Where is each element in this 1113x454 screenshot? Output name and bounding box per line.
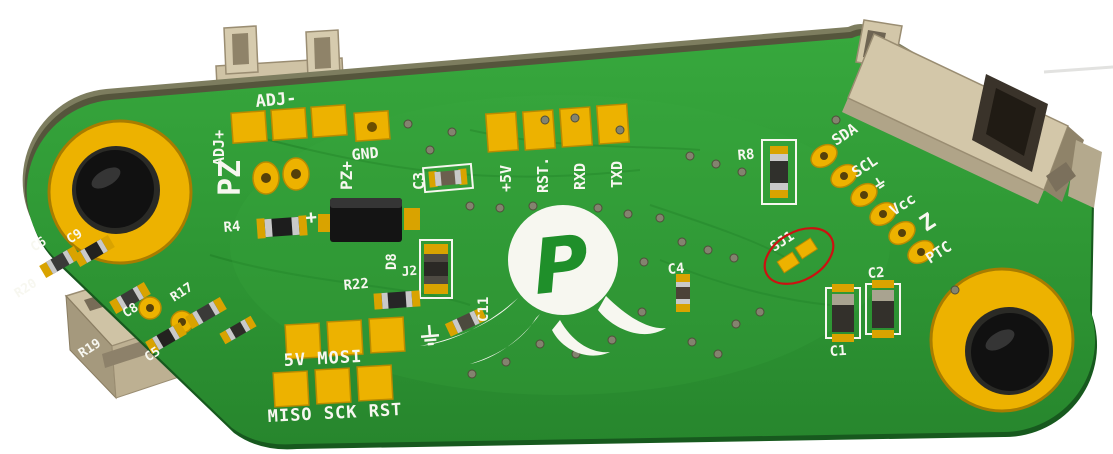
via <box>685 151 695 161</box>
background-horizon-line <box>1043 65 1113 74</box>
capacitor-c2 <box>865 280 901 338</box>
capacitor-c9 <box>73 234 115 268</box>
right-pad-holes <box>820 152 925 256</box>
label-txd: TXD <box>608 161 626 188</box>
label-c3: C3 <box>410 172 428 190</box>
mounting-pad-right <box>929 267 1075 413</box>
capacitor-c3 <box>421 162 475 194</box>
via <box>755 307 765 317</box>
label-c4: C4 <box>667 261 685 278</box>
via <box>447 127 457 137</box>
via <box>535 339 545 349</box>
via <box>528 201 538 211</box>
label-rxd: RXD <box>571 163 589 190</box>
label-plus5v: +5V <box>497 165 515 192</box>
via <box>687 337 697 347</box>
label-r20: R20 <box>12 276 40 301</box>
label-j2: J2 <box>401 264 418 280</box>
label-c8: C8 <box>120 300 141 321</box>
isp-pad-grid <box>272 316 406 408</box>
via <box>677 237 687 247</box>
label-c6: C6 <box>28 234 49 255</box>
components <box>39 139 901 355</box>
label-r8: R8 <box>737 147 755 164</box>
label-isp-row1: 5V MOSI <box>283 347 363 371</box>
capacitor-c5 <box>145 321 187 355</box>
label-plus-mark: + <box>305 206 318 229</box>
via <box>501 357 511 367</box>
via <box>540 115 550 125</box>
capacitor-c4 <box>676 274 690 312</box>
via <box>467 369 477 379</box>
vias <box>403 113 960 379</box>
serial-pad-row <box>484 103 631 153</box>
via <box>831 115 841 125</box>
via <box>737 167 747 177</box>
resistor-r8 <box>761 139 797 205</box>
label-pz-plus: PZ+ <box>337 161 356 190</box>
label-c9: C9 <box>64 226 85 247</box>
label-rst-top: RST. <box>534 157 552 193</box>
via <box>615 125 625 135</box>
via <box>637 307 647 317</box>
via <box>425 145 435 155</box>
via <box>623 209 633 219</box>
regulator-sot223 <box>318 198 420 242</box>
passive-cluster <box>39 234 257 355</box>
top-right-connector <box>842 19 1102 208</box>
logo-letter: P <box>529 218 594 312</box>
label-c2: C2 <box>867 265 885 282</box>
via <box>607 335 617 345</box>
label-pz: PZ <box>213 160 248 196</box>
ground-symbol-small <box>875 177 885 189</box>
label-adj-minus: ADJ- <box>255 88 298 111</box>
sj1-annotation-circle <box>763 227 835 285</box>
gnd-pad-hole <box>367 122 377 132</box>
resistor-r20 <box>219 315 257 345</box>
label-c5: C5 <box>142 344 163 365</box>
via <box>950 285 960 295</box>
capacitor-c8 <box>109 281 151 315</box>
flame-swirl-right <box>598 296 666 335</box>
via <box>655 213 665 223</box>
resistor-r17 <box>185 296 227 330</box>
via <box>729 253 739 263</box>
sj1-jumper-pads <box>776 237 819 274</box>
via <box>731 319 741 329</box>
label-c11: C11 <box>476 297 492 322</box>
label-r4: R4 <box>223 219 241 236</box>
via <box>465 201 475 211</box>
flame-tail-3 <box>552 320 610 356</box>
capacitor-c1 <box>825 284 861 342</box>
capacitor-c11 <box>444 307 488 337</box>
label-c1: C1 <box>829 343 847 360</box>
via <box>703 245 713 255</box>
via <box>570 113 580 123</box>
via <box>403 119 413 129</box>
adj-pad-row <box>230 104 391 144</box>
via <box>495 203 505 213</box>
silkscreen-layer: ADJ- ADJ+ PZ PZ+ GND C3 +5V RST. RXD TXD… <box>12 88 955 427</box>
resistor-r4 <box>256 215 308 239</box>
via <box>639 257 649 267</box>
resistor-r22 <box>373 290 421 310</box>
label-r22: R22 <box>343 276 370 294</box>
via <box>593 203 603 213</box>
label-gnd: GND <box>351 144 380 164</box>
mounting-pad-left <box>47 119 193 265</box>
via <box>713 349 723 359</box>
brand-flame-logo: P <box>420 205 666 364</box>
label-adj-plus: ADJ+ <box>210 130 228 166</box>
diode-d8 <box>419 239 453 299</box>
label-d8: D8 <box>384 253 400 270</box>
via <box>711 159 721 169</box>
capacitor-c6 <box>39 245 81 279</box>
